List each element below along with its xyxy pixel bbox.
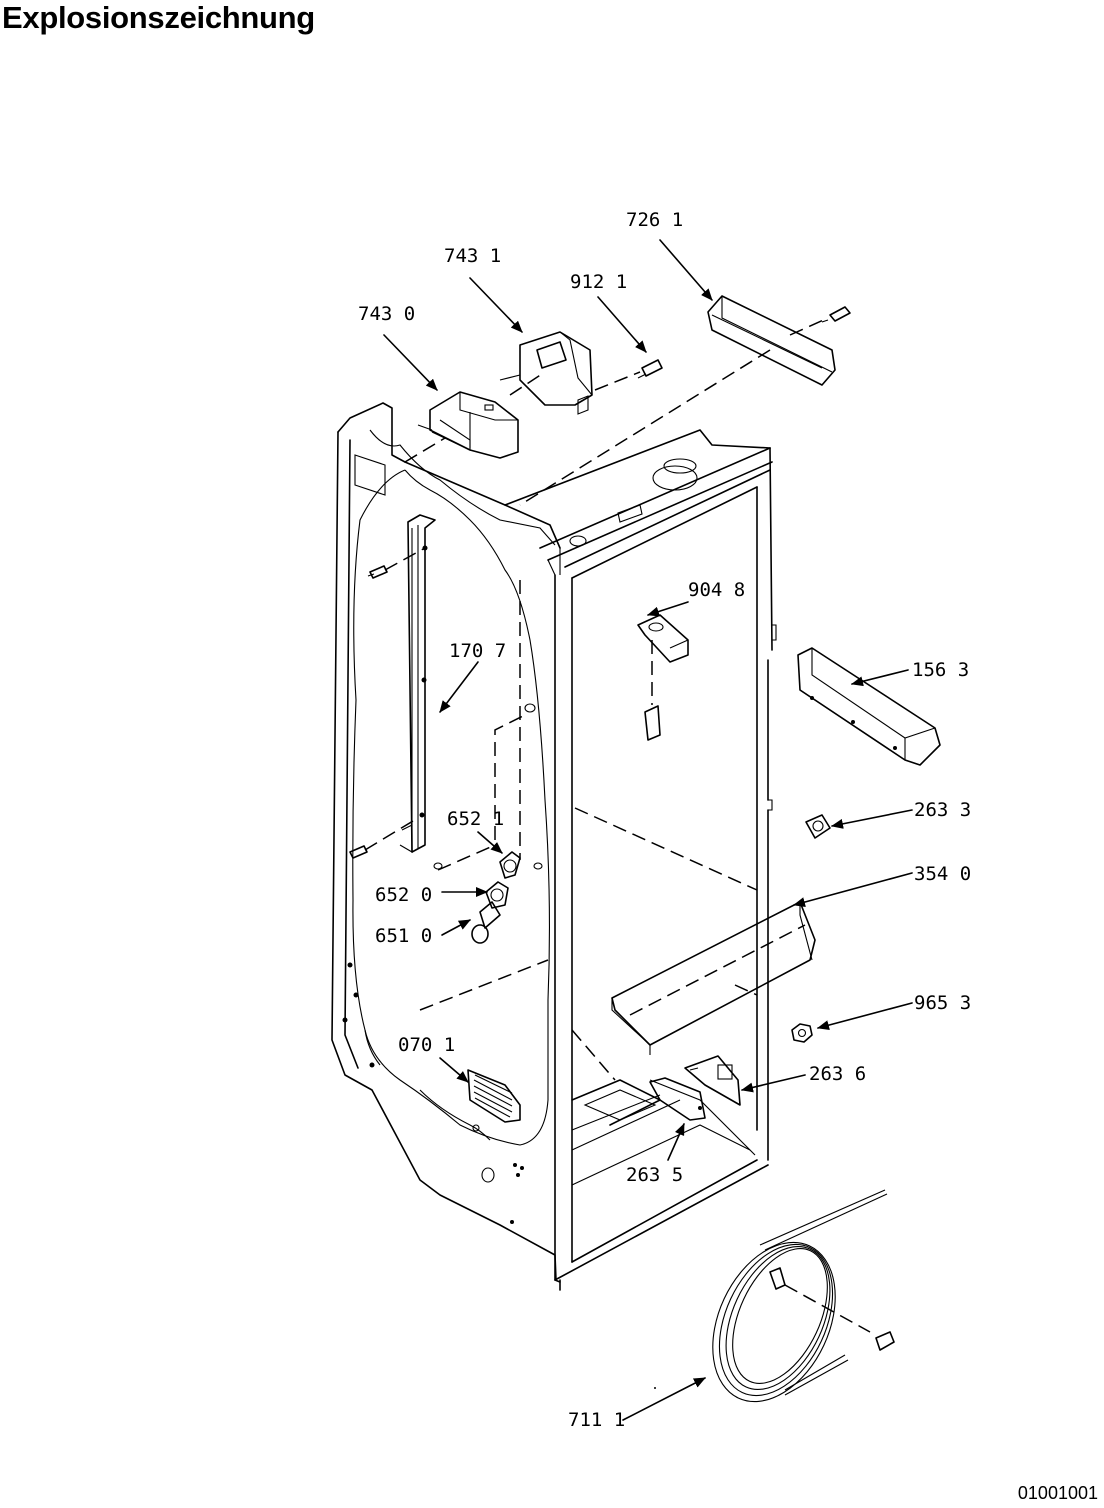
callout-652-0: 652 0 <box>375 884 432 906</box>
callout-263-5: 263 5 <box>626 1164 683 1186</box>
callout-263-3: 263 3 <box>914 799 971 821</box>
part-354-0-cover <box>611 901 816 1055</box>
callout-354-0: 354 0 <box>914 863 971 885</box>
document-number: 01001001 <box>1017 1483 1098 1503</box>
callout-743-1: 743 1 <box>444 245 501 267</box>
part-652-0-holder <box>485 881 509 909</box>
callout-726-1: 726 1 <box>626 209 683 231</box>
part-263-6-bracket <box>684 1055 741 1106</box>
part-651-0-bulb <box>471 901 501 944</box>
part-170-7-rail <box>364 514 526 871</box>
callout-170-7: 170 7 <box>449 640 506 662</box>
part-743-1-bracket <box>499 331 593 415</box>
callout-711-1: 711 1 <box>568 1409 625 1431</box>
part-743-0-light-housing <box>404 391 519 463</box>
part-912-1-screw <box>594 359 663 391</box>
part-904-8-bracket <box>637 614 689 741</box>
part-263-5-bracket <box>649 1077 706 1121</box>
callout-labels: 726 1 743 1 912 1 743 0 904 8 170 7 156 … <box>358 209 971 1431</box>
callout-743-0: 743 0 <box>358 303 415 325</box>
part-156-3-duct <box>797 647 941 766</box>
leader-lines <box>383 239 913 1421</box>
callout-912-1: 912 1 <box>570 271 627 293</box>
part-652-1-socket <box>499 851 521 879</box>
part-726-1-top-rail <box>519 295 851 506</box>
callout-652-1: 652 1 <box>447 808 504 830</box>
part-263-3-plug <box>805 814 831 839</box>
screw-left-upper <box>367 565 388 579</box>
callout-070-1: 070 1 <box>398 1034 455 1056</box>
page-title: Explosionszeichnung <box>2 0 315 35</box>
part-965-3-nut <box>791 1023 813 1043</box>
callout-965-3: 965 3 <box>914 992 971 1014</box>
callout-156-3: 156 3 <box>912 659 969 681</box>
screw-left-lower <box>349 845 368 859</box>
part-711-1-cable-coil <box>712 1189 895 1403</box>
cabinet-liner <box>331 402 777 1291</box>
part-070-1-grille <box>419 1069 521 1141</box>
callout-263-6: 263 6 <box>809 1063 866 1085</box>
callout-904-8: 904 8 <box>688 579 745 601</box>
callout-651-0: 651 0 <box>375 925 432 947</box>
